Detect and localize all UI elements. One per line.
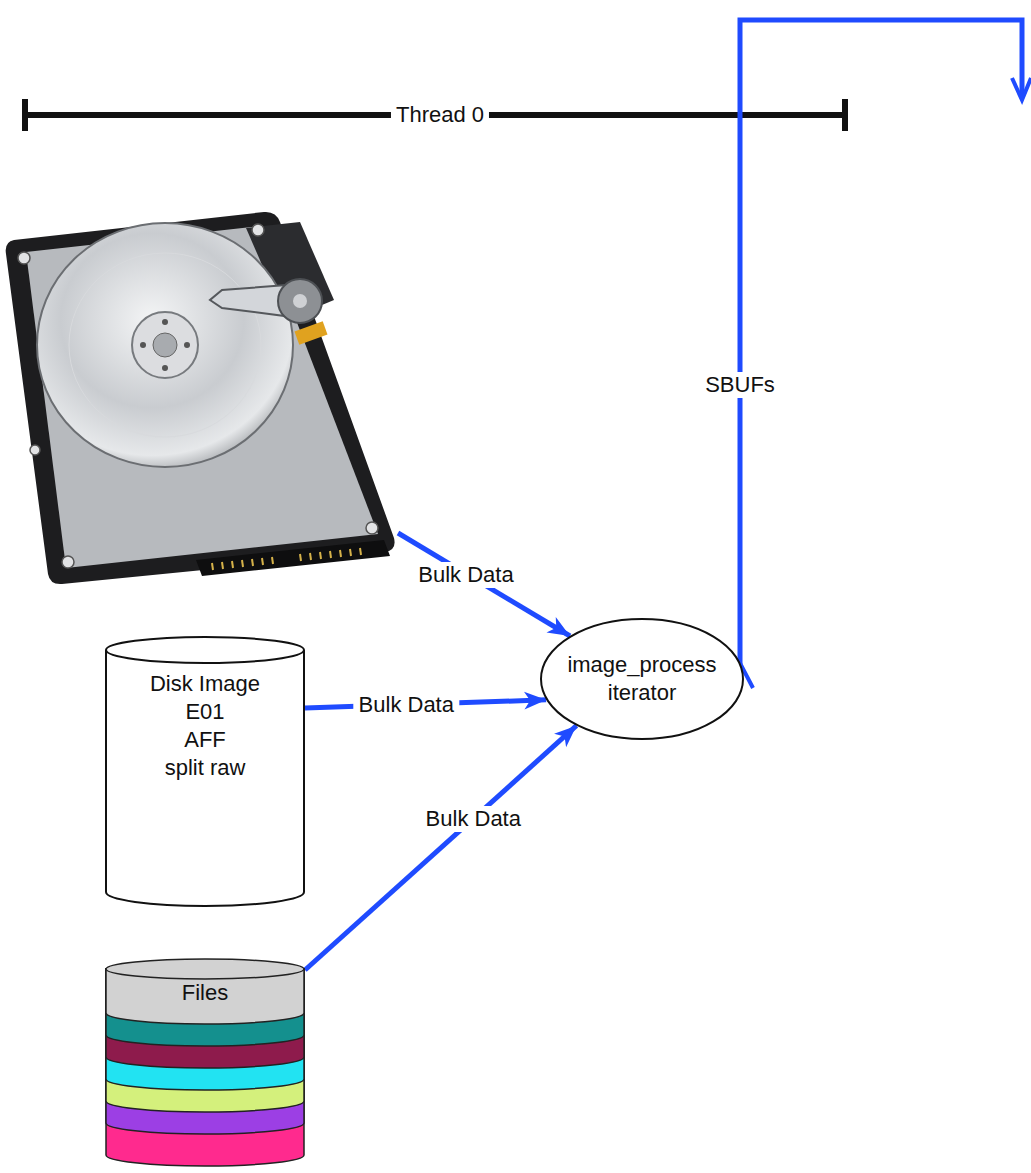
- node-text: AFF: [184, 726, 226, 754]
- ellipse-outline: [541, 619, 743, 739]
- stack-band: [106, 969, 304, 1112]
- bulk-data-wire: [398, 533, 570, 636]
- platter-ring: [69, 253, 261, 437]
- data-flow-arrow: [305, 726, 576, 970]
- stack-band: [106, 969, 304, 1046]
- bracket-end: [22, 99, 28, 131]
- stack-top: [106, 959, 304, 979]
- open-arrowhead: [1012, 78, 1031, 100]
- drive-platter: [37, 223, 293, 467]
- thread-bracket: [25, 99, 845, 131]
- node-text: image_process iterator: [567, 651, 716, 707]
- node-text: Files: [182, 978, 228, 1008]
- actuator-pivot: [278, 279, 322, 323]
- connector-layer: [305, 700, 576, 970]
- drive-connector: [196, 540, 390, 576]
- hard-drive-illustration: [6, 212, 395, 584]
- diagram-label: SBUFs: [700, 372, 780, 398]
- flex-cable: [295, 321, 328, 344]
- sbuf-wire: [727, 20, 1031, 688]
- process-ellipse: image_process iterator: [540, 618, 744, 740]
- file-stack: Files: [105, 958, 305, 1168]
- stack-band: [106, 969, 304, 1090]
- case-screw: [252, 224, 264, 236]
- diagram-label: Bulk Data: [413, 562, 518, 588]
- drive-case: [6, 212, 395, 584]
- spindle-hub: [132, 312, 198, 378]
- storage-cylinder: Disk ImageE01AFFsplit raw: [105, 636, 305, 908]
- cylinder-body: [106, 650, 304, 906]
- hub-screw: [140, 342, 146, 348]
- node-text: Disk Image: [150, 670, 260, 698]
- stack-band: [106, 969, 304, 1134]
- stack-band: [106, 969, 304, 1068]
- edge-label: Bulk Data: [421, 806, 526, 832]
- case-screw: [30, 445, 40, 455]
- spindle-center: [153, 333, 177, 357]
- node-outline: [540, 618, 744, 740]
- case-screw: [62, 556, 74, 568]
- node-text: E01: [185, 698, 224, 726]
- pivot-cap: [293, 294, 307, 308]
- edge-label: Bulk Data: [354, 692, 459, 718]
- node-text: split raw: [165, 754, 246, 782]
- diagram-label: Thread 0: [391, 102, 489, 128]
- stack-band: [106, 969, 304, 1166]
- bracket-end: [842, 99, 848, 131]
- case-screw: [18, 252, 30, 264]
- wire-path: [740, 20, 1022, 664]
- case-screw: [366, 522, 378, 534]
- hub-screw: [162, 365, 168, 371]
- cylinder-top: [106, 637, 304, 663]
- hub-screw: [162, 319, 168, 325]
- hub-screw: [184, 342, 190, 348]
- connector-pins: [212, 548, 361, 570]
